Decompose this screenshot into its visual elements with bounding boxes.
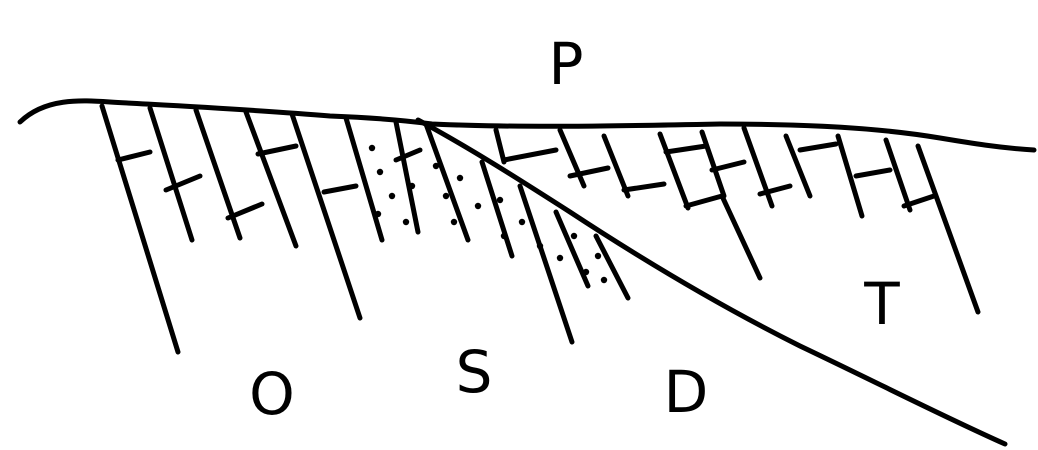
label-s: S: [456, 338, 493, 406]
limestone-ticks-left: [115, 143, 423, 221]
label-p: P: [549, 30, 584, 98]
bedding-lines-left: [99, 103, 631, 355]
surface-line: [17, 98, 1037, 153]
label-d: D: [664, 358, 709, 426]
sandstone-dots: [368, 144, 608, 284]
bedding-lines-right: [493, 125, 981, 315]
label-t: T: [863, 270, 900, 338]
label-o: O: [249, 360, 295, 428]
fault-line: [415, 117, 1008, 447]
